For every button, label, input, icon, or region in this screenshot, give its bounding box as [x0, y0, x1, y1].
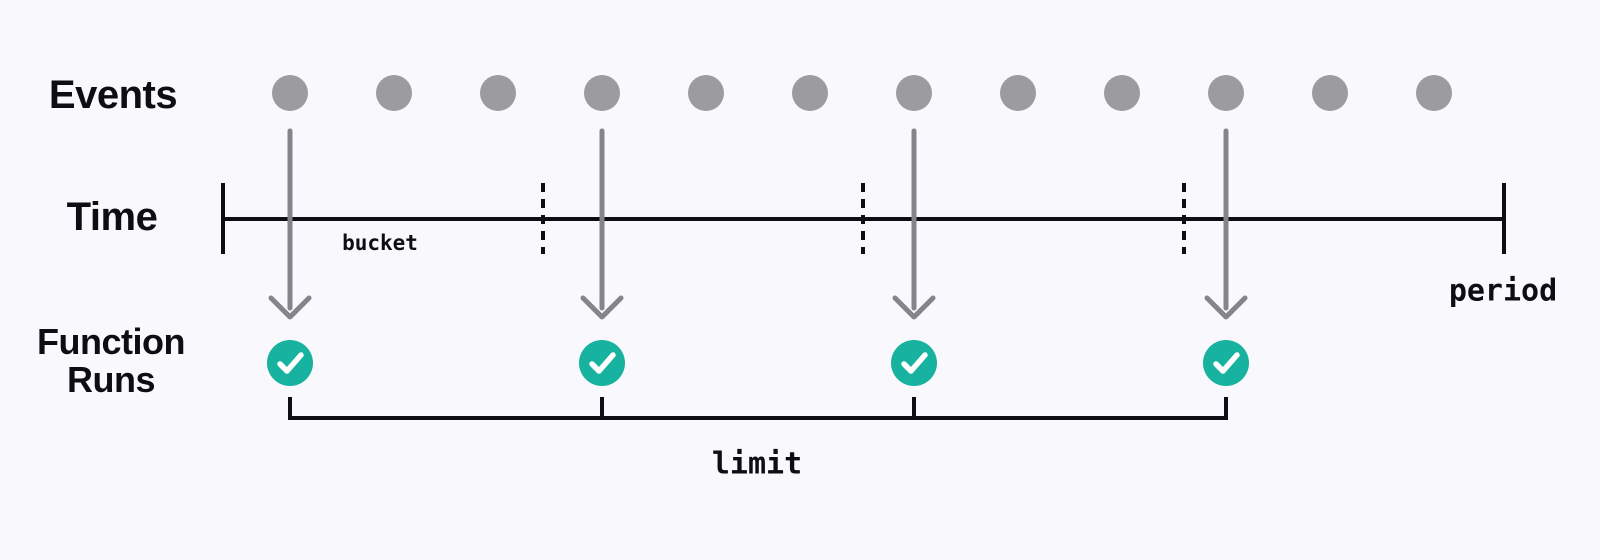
event-dot	[688, 75, 724, 111]
run-circle	[267, 340, 313, 386]
event-dot	[584, 75, 620, 111]
check-icon	[277, 352, 304, 374]
limit-label: limit	[711, 446, 803, 482]
event-dot	[376, 75, 412, 111]
arrowhead-down-icon	[892, 295, 936, 320]
event-arrow	[268, 128, 312, 320]
function-run-badge	[267, 340, 313, 386]
function-run-badge	[891, 340, 937, 386]
event-arrow	[1204, 128, 1248, 320]
event-arrow	[580, 128, 624, 320]
event-dot	[1312, 75, 1348, 111]
event-dot	[480, 75, 516, 111]
check-icon	[1213, 352, 1240, 374]
arrowhead-down-icon	[580, 295, 624, 320]
limit-bracket	[288, 397, 1228, 420]
arrowhead-down-icon	[1204, 295, 1248, 320]
event-dot	[1104, 75, 1140, 111]
time-row-label: Time	[66, 195, 158, 239]
run-circle	[579, 340, 625, 386]
function-run-badge	[1203, 340, 1249, 386]
event-arrow	[892, 128, 936, 320]
function-runs-row-label: Function Runs	[37, 321, 185, 400]
run-circle	[1203, 340, 1249, 386]
event-dot	[272, 75, 308, 111]
bucket-label: bucket	[342, 231, 418, 255]
event-dot	[1416, 75, 1452, 111]
function-run-badge	[579, 340, 625, 386]
event-dot	[896, 75, 932, 111]
check-icon	[901, 352, 928, 374]
events-row-label: Events	[48, 73, 178, 117]
period-label: period	[1448, 273, 1558, 309]
arrowhead-down-icon	[268, 295, 312, 320]
event-dot	[1000, 75, 1036, 111]
event-dot	[1208, 75, 1244, 111]
event-dot	[792, 75, 828, 111]
run-circle	[891, 340, 937, 386]
check-icon	[589, 352, 616, 374]
